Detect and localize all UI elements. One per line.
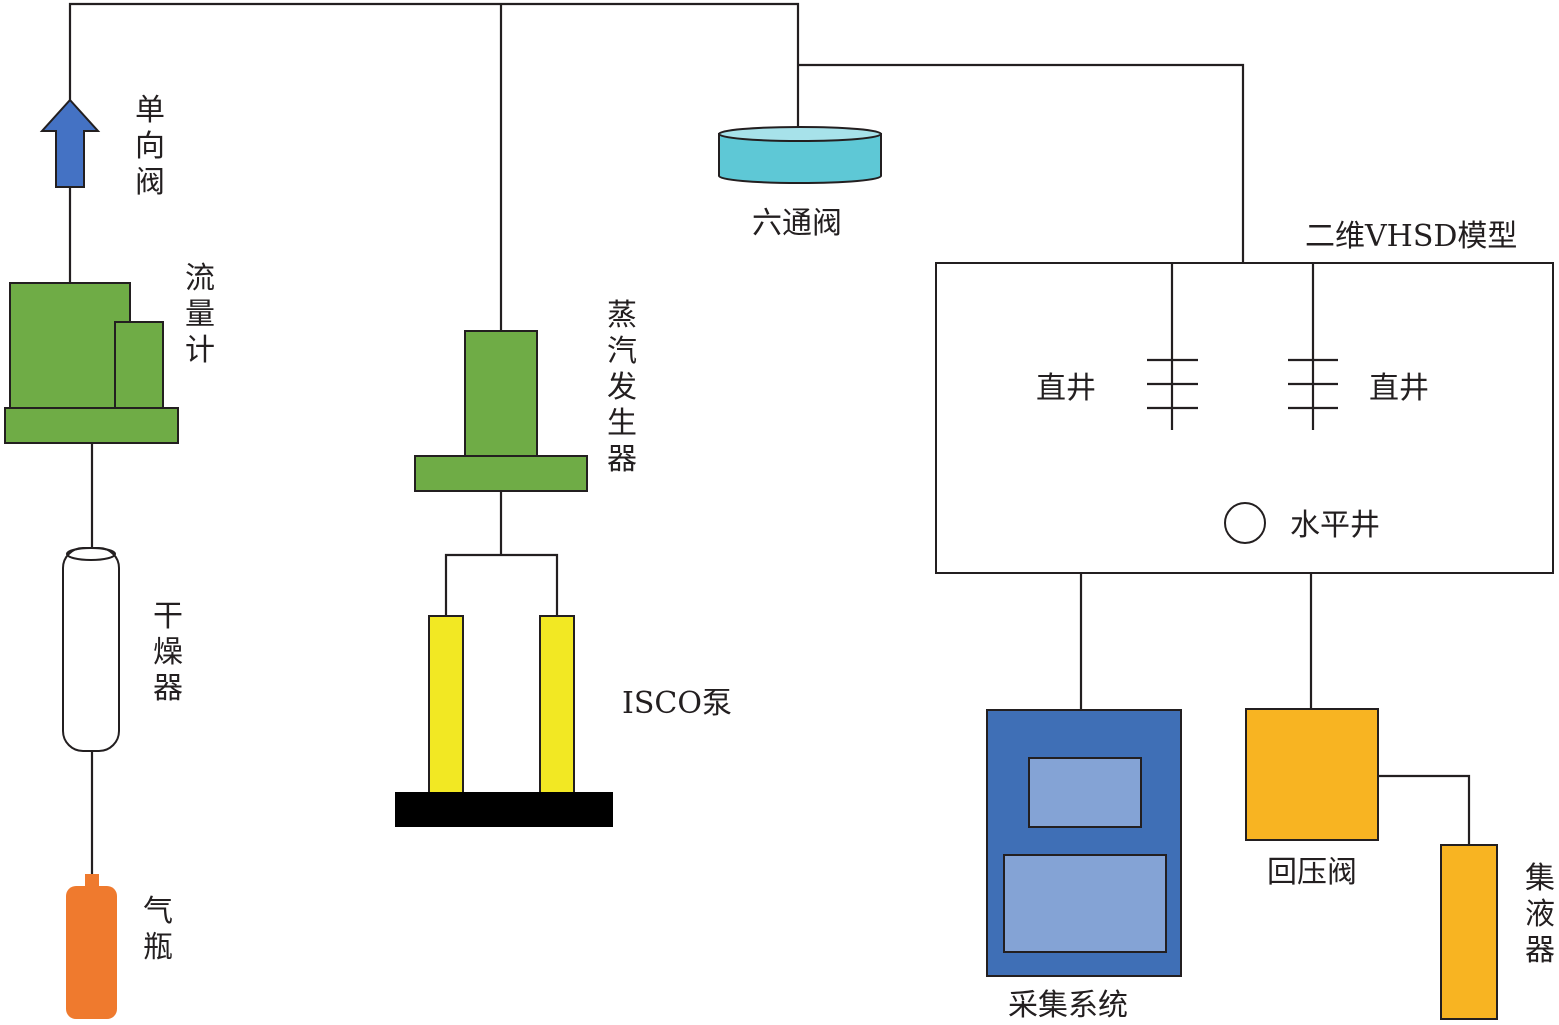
- pump-split-line: [444, 553, 559, 616]
- collector-label: 集液器: [1525, 861, 1555, 968]
- bpv-to-collector-line: [1378, 774, 1471, 845]
- acquisition-system: [986, 709, 1182, 977]
- horizontal-well-label: 水平井: [1290, 508, 1380, 543]
- steam-generator-label: 蒸汽发生器: [607, 298, 637, 477]
- vertical-well-left: [1147, 263, 1198, 430]
- dryer: [62, 547, 120, 752]
- flow-meter: [4, 282, 179, 444]
- isco-pump: [395, 615, 613, 827]
- liquid-collector: [1440, 844, 1498, 1020]
- top-manifold-line: [68, 2, 800, 128]
- back-pressure-valve: [1245, 708, 1379, 841]
- model-label: 二维VHSD模型: [1305, 219, 1517, 254]
- six-way-valve-label: 六通阀: [752, 206, 842, 241]
- isco-pump-label: ISCO泵: [622, 686, 732, 721]
- dryer-label: 干燥器: [153, 599, 183, 706]
- vertical-well-right-label: 直井: [1369, 371, 1429, 406]
- vertical-well-left-label: 直井: [1036, 371, 1096, 406]
- acquisition-system-label: 采集系统: [1008, 988, 1128, 1023]
- flow-meter-label: 流量计: [185, 261, 215, 368]
- vertical-well-right: [1288, 263, 1338, 430]
- back-pressure-valve-label: 回压阀: [1267, 855, 1357, 890]
- six-way-valve: [718, 126, 882, 184]
- connection-lines: [68, 2, 1471, 876]
- horizontal-well-icon: [1224, 502, 1266, 544]
- model-inlet-line: [798, 63, 1245, 263]
- check-valve-arrow-icon: [39, 98, 101, 188]
- steam-generator: [414, 330, 588, 492]
- check-valve-label: 单向阀: [135, 93, 165, 200]
- gas-cylinder: [66, 874, 117, 1019]
- gas-cylinder-label: 气瓶: [143, 894, 173, 965]
